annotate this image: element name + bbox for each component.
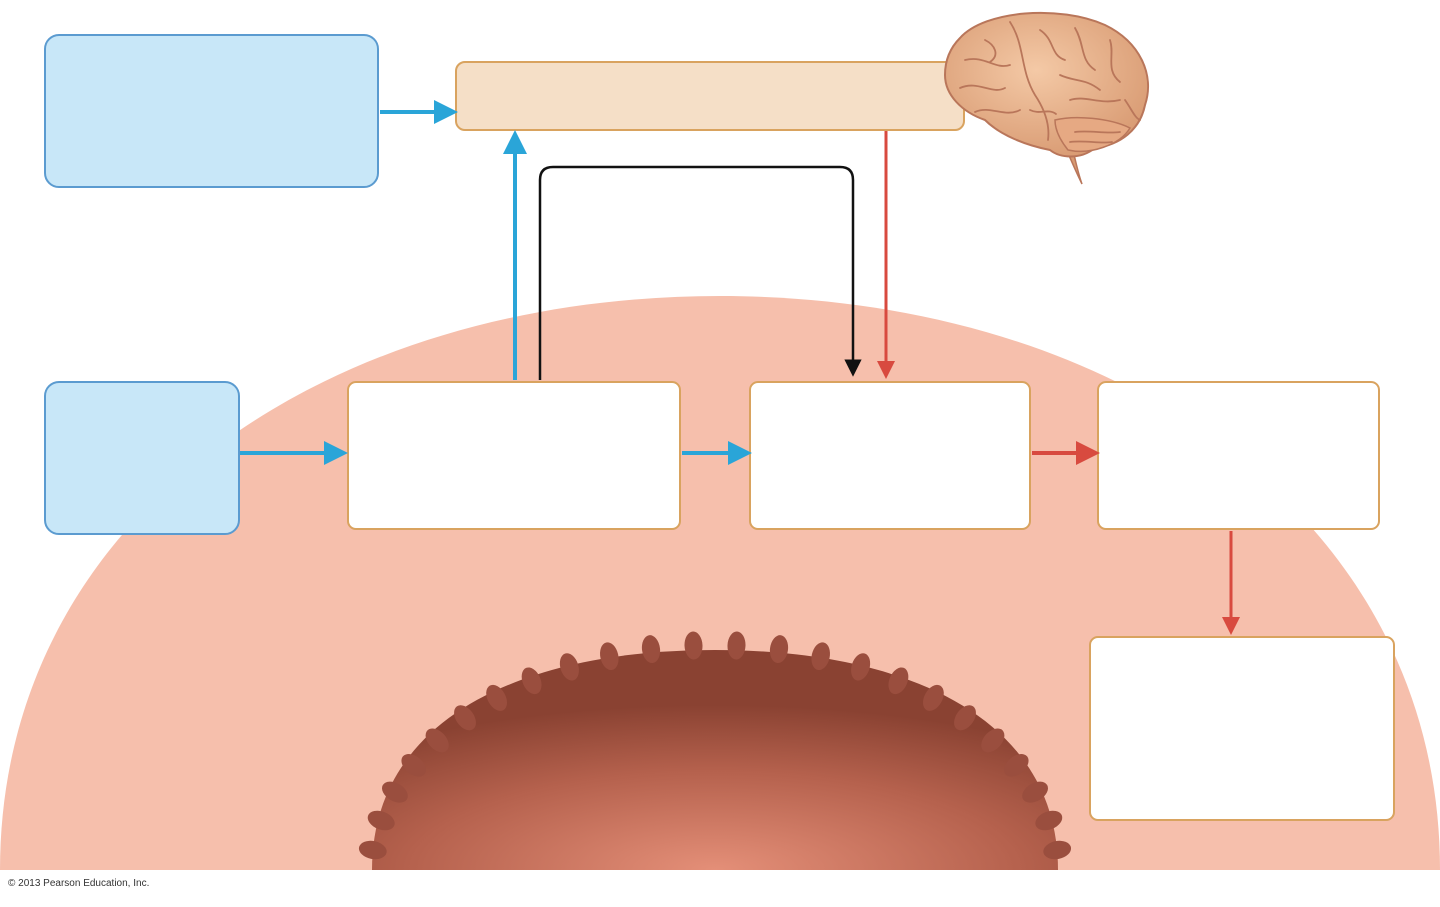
villus	[401, 754, 426, 777]
villus	[1035, 810, 1063, 831]
villus	[811, 642, 830, 671]
villus	[684, 631, 703, 660]
copyright-notice: © 2013 Pearson Education, Inc.	[8, 878, 150, 889]
villus	[559, 653, 579, 681]
villus	[486, 684, 508, 711]
villus	[954, 705, 976, 731]
lumen-with-villi	[358, 631, 1072, 870]
left-stimulus-box	[44, 381, 240, 535]
villus	[1004, 754, 1029, 777]
brain-icon	[943, 11, 1150, 185]
receptor-cell-box	[347, 381, 681, 530]
middle-cell-box	[749, 381, 1031, 530]
villus	[922, 684, 944, 711]
local-reflex-arrow	[538, 165, 862, 380]
top-left-stimulus-box	[44, 34, 379, 188]
right-cell-box	[1097, 381, 1380, 530]
villus	[1022, 781, 1048, 803]
villus	[1043, 840, 1072, 860]
villus	[358, 840, 387, 860]
villus	[641, 635, 661, 664]
villus	[769, 635, 789, 664]
villus	[367, 810, 395, 831]
villus	[888, 667, 909, 695]
villus	[981, 728, 1005, 753]
villus	[851, 653, 871, 681]
villus	[425, 728, 449, 753]
villus	[521, 667, 542, 695]
cns-bar	[455, 61, 965, 131]
bottom-right-cell-box	[1089, 636, 1395, 821]
villus	[727, 631, 746, 660]
villus	[382, 781, 408, 803]
villus	[600, 642, 619, 671]
villus	[454, 705, 476, 731]
